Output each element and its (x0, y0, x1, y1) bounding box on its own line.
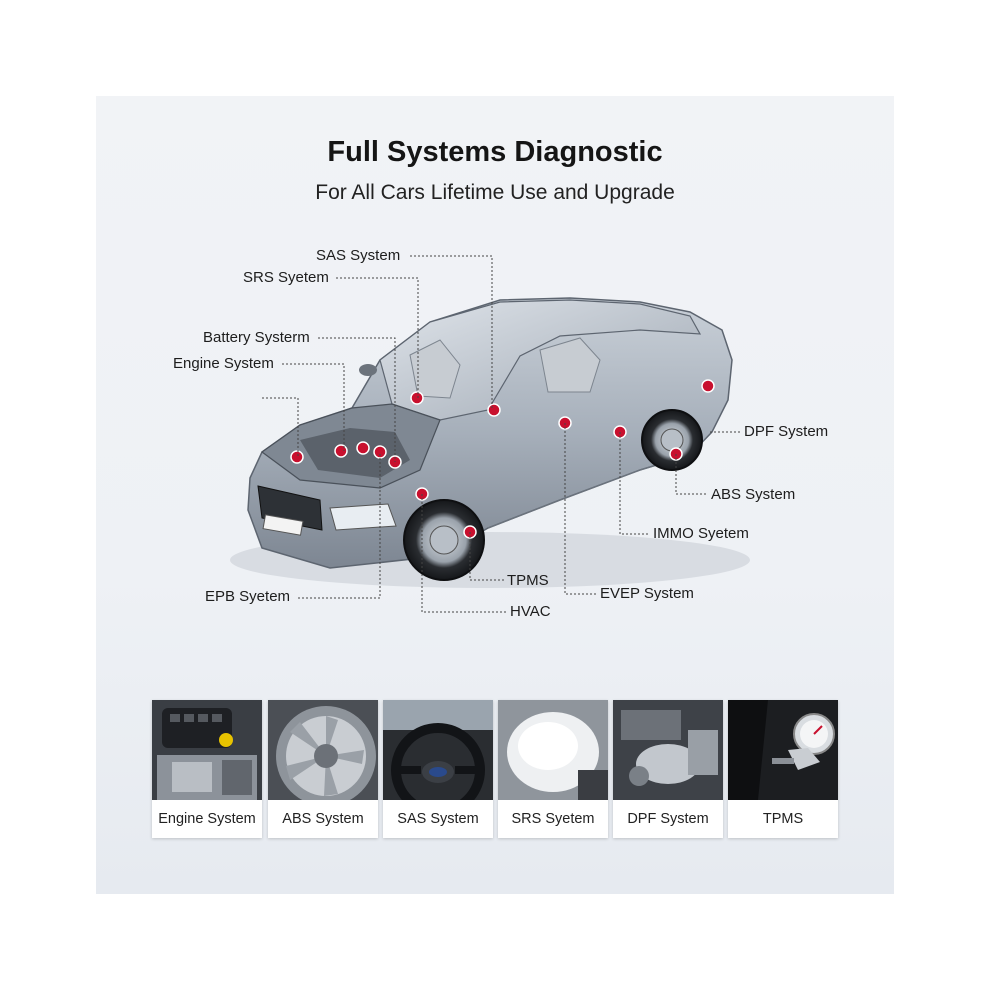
line-evep (564, 423, 596, 595)
callout-abs: ABS System (711, 486, 796, 503)
tire-gauge-photo-icon (728, 700, 838, 800)
line-engine (282, 363, 345, 451)
engine-block (300, 428, 410, 478)
marker-engine (290, 450, 304, 464)
line-tpms (469, 532, 504, 581)
callout-srs: SRS Syetem (243, 269, 329, 286)
marker-battery-2 (356, 441, 370, 455)
callout-tpms: TPMS (507, 572, 549, 589)
thumbnail-abs: ABS System (268, 700, 378, 838)
thumbnail-caption: SRS Syetem (511, 811, 595, 827)
thumbnail-caption: SAS System (397, 811, 479, 827)
callout-hvac: HVAC (510, 603, 551, 620)
callout-battery: Battery Systerm (203, 329, 310, 346)
line-abs (675, 454, 708, 495)
steering-wheel-photo-icon (383, 700, 493, 800)
marker-sas (487, 403, 501, 417)
car-windows (379, 299, 702, 421)
marker-dpf (701, 379, 715, 393)
car-body (247, 297, 733, 569)
line-sas (410, 255, 493, 410)
callout-sas: SAS System (316, 247, 401, 264)
line-epb (298, 452, 381, 599)
callout-evep: EVEP System (600, 585, 694, 602)
front-seat (409, 339, 461, 399)
page-subtitle: For All Cars Lifetime Use and Upgrade (315, 181, 675, 204)
callout-dpf: DPF System (744, 423, 829, 440)
callout-immo: IMMO Syetem (653, 525, 749, 542)
thumbnail-srs: SRS Syetem (498, 700, 608, 838)
marker-srs (410, 391, 424, 405)
line-srs (336, 277, 419, 398)
line-battery (318, 337, 396, 462)
thumbnail-dpf: DPF System (613, 700, 723, 838)
line-engine-2 (262, 397, 299, 457)
callout-epb: EPB Syetem (205, 588, 291, 605)
thumbnail-caption: ABS System (282, 811, 364, 827)
side-mirror (359, 364, 377, 376)
page-title: Full Systems Diagnostic (327, 136, 663, 168)
rear-seat (539, 337, 601, 393)
line-immo (619, 432, 650, 535)
front-hub (429, 525, 459, 555)
thumbnail-caption: Engine System (158, 811, 256, 827)
brake-disc-photo-icon (268, 700, 378, 800)
thumbnail-caption: DPF System (627, 811, 709, 827)
exhaust-filter-photo-icon (613, 700, 723, 800)
thumbnail-tpms: TPMS (728, 700, 838, 838)
license-plate (262, 514, 304, 536)
system-thumbnails: Engine System ABS System SAS System (152, 700, 840, 840)
thumbnail-sas: SAS System (383, 700, 493, 838)
line-hvac (421, 494, 506, 613)
thumbnail-caption: TPMS (762, 811, 804, 827)
callout-engine: Engine System (173, 355, 274, 372)
engine-photo-icon (152, 700, 262, 800)
airbag-photo-icon (498, 700, 608, 800)
thumbnail-engine: Engine System (152, 700, 262, 838)
